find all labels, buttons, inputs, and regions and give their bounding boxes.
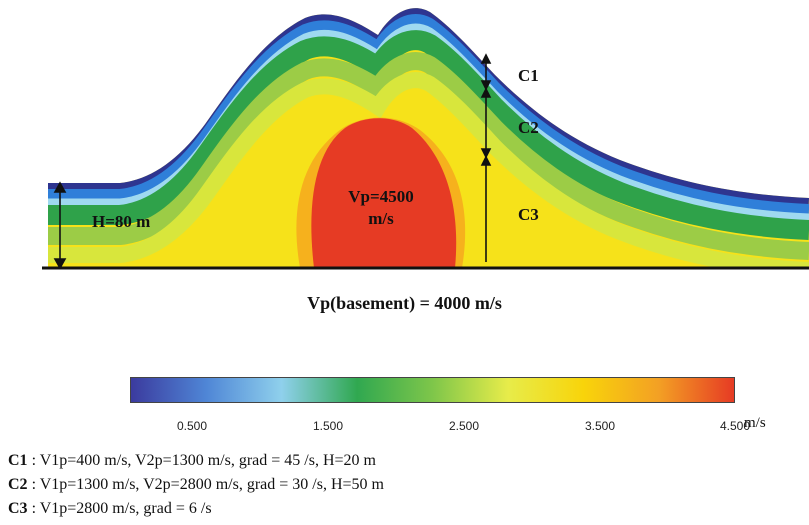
colorbar-tick-4: 4.500	[719, 419, 751, 433]
layer-note-c2-text: : V1p=1300 m/s, V2p=2800 m/s, grad = 30 …	[27, 476, 384, 493]
layer-note-c1-id: C1	[8, 452, 28, 469]
colorbar-tick-2: 2.500	[448, 419, 480, 433]
thickness-arrow-h80	[53, 181, 67, 270]
colorbar-tick-0: 0.500	[176, 419, 208, 433]
colorbar-tick-3: 3.500	[584, 419, 616, 433]
layer-note-c2-id: C2	[8, 476, 28, 493]
velocity-model-section	[42, 8, 809, 270]
thickness-arrow-c2	[480, 87, 492, 159]
basement-velocity-label: Vp(basement) = 4000 m/s	[307, 293, 502, 313]
label-layer-c2: C2	[518, 118, 539, 137]
label-layer-c1: C1	[518, 66, 539, 85]
layer-note-c1-text: : V1p=400 m/s, V2p=1300 m/s, grad = 45 /…	[27, 452, 376, 469]
label-layer-c3: C3	[518, 205, 539, 224]
colorbar	[130, 377, 735, 403]
layer-note-c2: C2 : V1p=1300 m/s, V2p=2800 m/s, grad = …	[8, 476, 384, 494]
layer-note-c3-id: C3	[8, 500, 28, 517]
thickness-arrow-c3	[480, 155, 492, 262]
terrain-layers	[48, 8, 809, 268]
label-body-vp: Vp=4500 m/s	[335, 186, 427, 230]
layer-note-c1: C1 : V1p=400 m/s, V2p=1300 m/s, grad = 4…	[8, 452, 376, 470]
colorbar-tick-1: 1.500	[312, 419, 344, 433]
colorbar-unit: m/s	[744, 415, 766, 431]
label-h80: H=80 m	[92, 212, 151, 231]
layer-note-c3: C3 : V1p=2800 m/s, grad = 6 /s	[8, 500, 212, 518]
thickness-arrow-c1	[480, 53, 492, 91]
label-body-vp-line1: Vp=4500	[348, 187, 414, 206]
layer-note-c3-text: : V1p=2800 m/s, grad = 6 /s	[27, 500, 212, 517]
label-body-vp-line2: m/s	[368, 209, 394, 228]
